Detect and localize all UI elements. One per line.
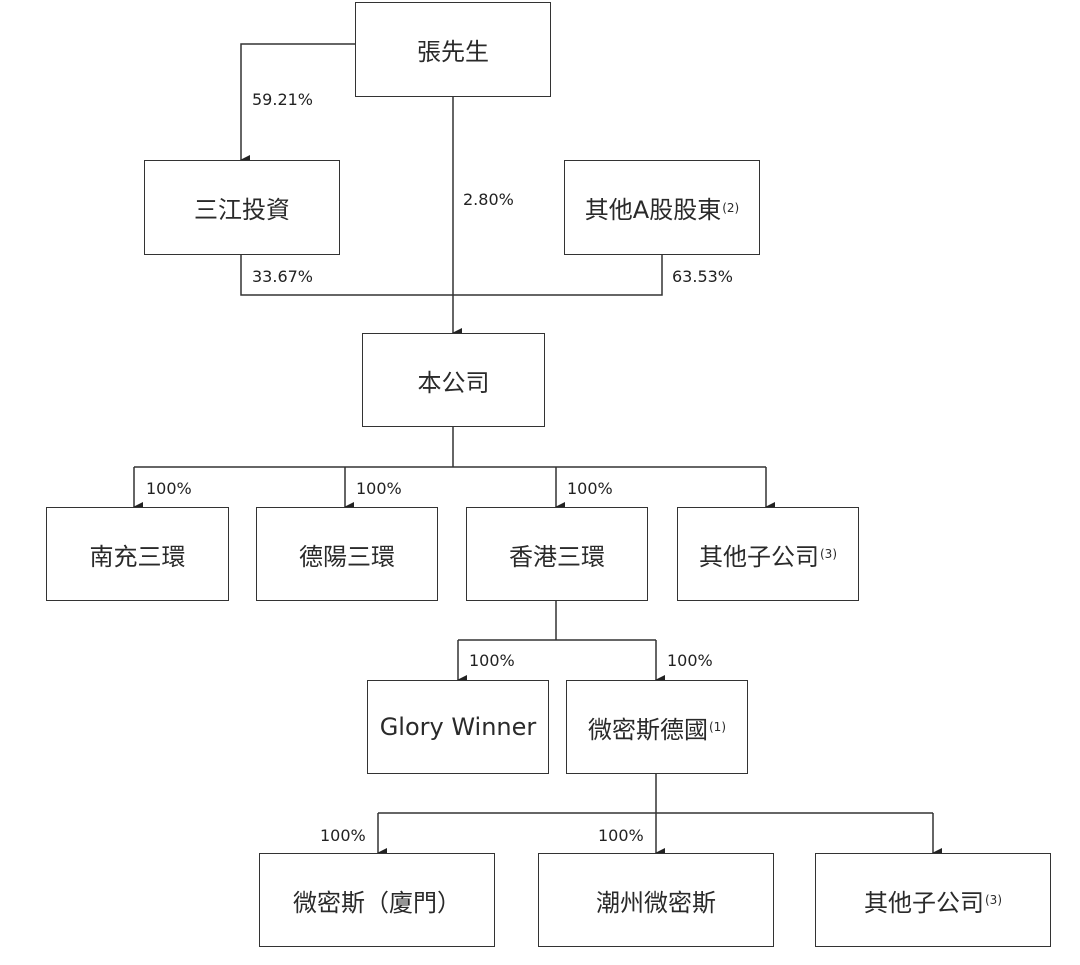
node-other-a-label: 其他A股股東 — [584, 196, 722, 224]
pct-sanjiang-company: 33.67% — [252, 267, 314, 286]
node-micro-de: 微密斯德國(1) — [566, 680, 748, 774]
node-nanchong: 南充三環 — [46, 507, 229, 601]
footnote-3b: (3) — [985, 893, 1002, 907]
pct-microde-xm: 100% — [320, 826, 366, 845]
node-company: 本公司 — [362, 333, 545, 427]
node-chaozhou-label: 潮州微密斯 — [596, 888, 716, 917]
pct-microde-chaozhou: 100% — [598, 826, 644, 845]
pct-hk-glory: 100% — [469, 651, 515, 670]
pct-company-hk: 100% — [567, 479, 613, 498]
node-other-a-shareholders: 其他A股股東(2) — [564, 160, 760, 255]
edge-sanjiang-merge — [240, 255, 663, 296]
pct-company-deyang: 100% — [356, 479, 402, 498]
pct-other-a-company: 63.53% — [672, 267, 734, 286]
node-sanjiang: 三江投資 — [144, 160, 340, 255]
footnote-2: (2) — [722, 200, 740, 215]
footnote-1: (1) — [709, 720, 726, 734]
node-other-sub-1-label: 其他子公司 — [699, 542, 819, 571]
node-glory-winner: Glory Winner — [367, 680, 549, 774]
node-other-sub-2-label: 其他子公司 — [864, 888, 984, 917]
node-micro-xiamen: 微密斯（廈門） — [259, 853, 495, 947]
node-sanjiang-label: 三江投資 — [194, 196, 290, 224]
node-zhang: 張先生 — [355, 2, 551, 97]
node-deyang: 德陽三環 — [256, 507, 438, 601]
pct-zhang-sanjiang: 59.21% — [252, 90, 314, 109]
node-deyang-label: 德陽三環 — [299, 542, 395, 571]
node-other-sub-2: 其他子公司(3) — [815, 853, 1051, 947]
node-micro-de-label: 微密斯德國 — [588, 715, 708, 744]
pct-hk-micro-de: 100% — [667, 651, 713, 670]
node-hk: 香港三環 — [466, 507, 648, 601]
footnote-3: (3) — [820, 547, 837, 561]
pct-zhang-company: 2.80% — [463, 190, 514, 209]
edge-zhang-sanjiang — [240, 43, 355, 165]
pct-company-nanchong: 100% — [146, 479, 192, 498]
node-glory-label: Glory Winner — [379, 713, 537, 741]
node-chaozhou: 潮州微密斯 — [538, 853, 774, 947]
node-nanchong-label: 南充三環 — [89, 542, 186, 571]
node-company-label: 本公司 — [417, 368, 490, 397]
node-other-sub-1: 其他子公司(3) — [677, 507, 859, 601]
node-micro-xiamen-label: 微密斯（廈門） — [293, 888, 461, 917]
node-hk-label: 香港三環 — [509, 542, 605, 571]
node-zhang-label: 張先生 — [417, 38, 489, 66]
